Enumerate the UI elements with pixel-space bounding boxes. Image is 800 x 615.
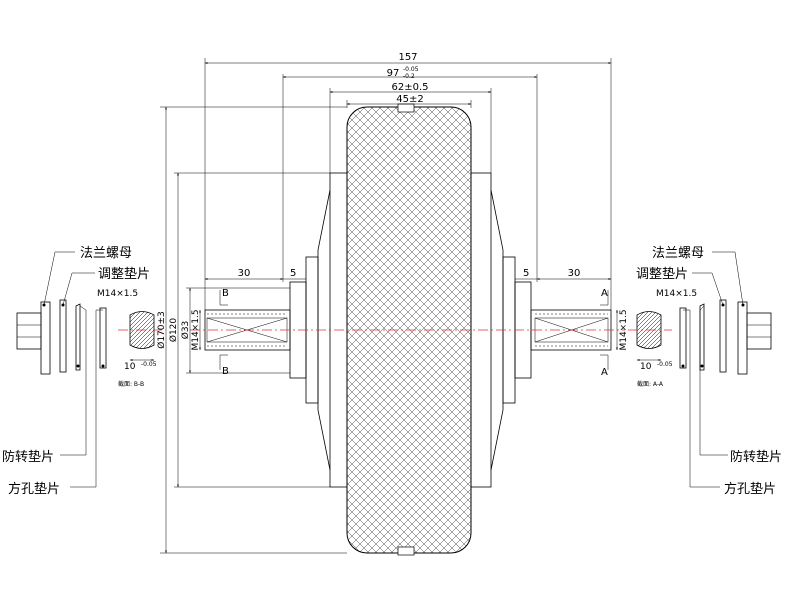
adjust-washer-right [719, 299, 727, 373]
thread-right-label: M14×1.5 [656, 289, 697, 299]
dim-dia-shaft: Ø33 [180, 287, 290, 374]
dim-45: 45±2 [346, 94, 472, 108]
dim-dia-hub: Ø120 [168, 172, 330, 488]
callout-adjust-washer-right: 调整垫片 [636, 266, 688, 282]
dim-hub-tol-lower: -0.2 [403, 73, 415, 80]
square-hole-washer-left [99, 307, 107, 369]
callout-flange-nut-right: 法兰螺母 [652, 246, 704, 261]
dim-shaft-left-label: 30 [238, 268, 251, 279]
section-view-right: M14×1.5 10 -0.05 截面: A-A [628, 289, 697, 388]
adjust-washer-left [59, 299, 67, 373]
dim-shaft-right-label: 30 [568, 268, 581, 279]
dim-dia-hub-label: Ø120 [168, 318, 179, 343]
section-view-left: M14×1.5 10 -0.05 截面: B-B [97, 289, 162, 388]
dim-rim-label: 62±0.5 [391, 82, 428, 93]
section-left-bottom: B [222, 366, 229, 377]
callout-anti-rotation-washer-left: 防转垫片 [2, 449, 54, 465]
tire [346, 103, 472, 556]
square-hole-washer-right [679, 307, 687, 369]
callout-anti-rotation-washer-right: 防转垫片 [730, 449, 782, 465]
section-left-top: B [222, 288, 229, 299]
section-right-caption: 截面: A-A [637, 380, 664, 388]
callout-square-hole-washer-left: 方孔垫片 [8, 481, 60, 497]
dim-overall-label: 157 [398, 52, 417, 63]
dim-shoulder-left-label: 5 [290, 268, 296, 279]
callout-flange-nut-left: 法兰螺母 [80, 246, 132, 261]
dim-thread-right: M14×1.5 [616, 309, 629, 351]
anti-rotation-washer-right [699, 303, 705, 371]
flat-left-tol: -0.05 [141, 361, 157, 368]
dim-shaft-left: 30 5 [204, 268, 306, 280]
dim-thread-left: M14×1.5 [191, 309, 201, 350]
flat-right-tol: -0.05 [657, 361, 673, 368]
section-right-bottom: A [601, 367, 608, 378]
flange-nut-right [737, 301, 772, 375]
leaders-right [683, 251, 744, 488]
section-mark-right: A A [600, 288, 609, 378]
section-mark-left: B B [219, 288, 229, 377]
dim-thread-left-label: M14×1.5 [191, 309, 201, 350]
dim-thread-right-label: M14×1.5 [619, 309, 629, 350]
dim-hub-label: 97 [387, 68, 400, 79]
flat-left-label: 10 [124, 362, 136, 372]
callout-adjust-washer-left: 调整垫片 [98, 266, 150, 282]
dim-hub-tol-upper: -0.05 [403, 66, 419, 73]
dim-dia-shaft-label: Ø33 [180, 321, 191, 340]
section-right-top: A [601, 288, 608, 299]
dim-157: 157 [204, 52, 612, 310]
dim-shaft-right: 30 5 [515, 268, 612, 280]
section-left-caption: 截面: B-B [118, 380, 144, 388]
callout-square-hole-washer-right: 方孔垫片 [724, 481, 776, 497]
anti-rotation-washer-left [75, 303, 81, 371]
dim-97: 97 -0.05 -0.2 [282, 66, 538, 282]
flat-right-label: 10 [640, 362, 652, 372]
dim-tire-label: 45±2 [396, 94, 423, 105]
dim-shoulder-right-label: 5 [523, 268, 529, 279]
thread-left-label: M14×1.5 [97, 289, 138, 299]
flange-nut-left [16, 301, 51, 375]
dim-62: 62±0.5 [329, 82, 492, 173]
leaders-left [43, 251, 103, 488]
